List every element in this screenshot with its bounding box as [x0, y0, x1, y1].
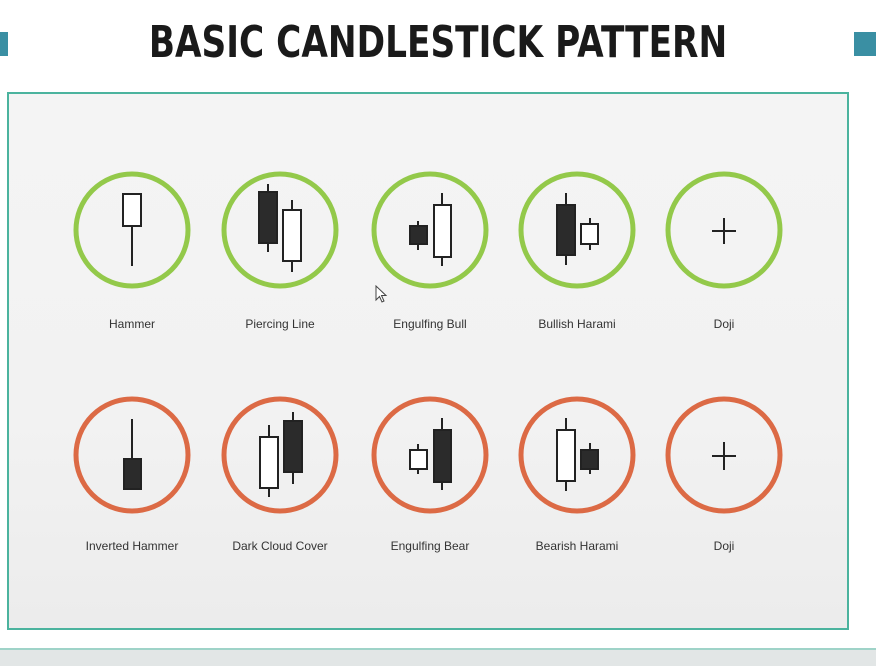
engulfing-bear-icon: [371, 396, 489, 514]
hammer-icon: [73, 171, 191, 289]
doji-icon: [665, 171, 783, 289]
pattern-label-bullish-harami: Bullish Harami: [538, 317, 616, 331]
pattern-label-engulfing-bear: Engulfing Bear: [390, 539, 470, 553]
engulfing-bull-icon: [371, 171, 489, 289]
inverted-hammer-icon: [73, 396, 191, 514]
diagram-frame: [7, 92, 849, 630]
bearish-harami-icon: [518, 396, 636, 514]
pattern-label-piercing-line: Piercing Line: [245, 317, 315, 331]
pattern-label-inverted-hammer: Inverted Hammer: [85, 539, 179, 553]
pattern-label-bearish-harami: Bearish Harami: [535, 539, 619, 553]
piercing-line-icon: [221, 171, 339, 289]
bullish-harami-icon: [518, 171, 636, 289]
pattern-label-hammer: Hammer: [108, 317, 155, 331]
pattern-label-dark-cloud-cover: Dark Cloud Cover: [232, 539, 328, 553]
left-accent-bar: [0, 32, 8, 56]
right-accent-bar: [854, 32, 876, 56]
pattern-label-engulfing-bull: Engulfing Bull: [393, 317, 467, 331]
page-title: BASIC CANDLESTICK PATTERN: [148, 17, 728, 68]
mouse-cursor-icon: [375, 285, 388, 303]
doji-icon: [665, 396, 783, 514]
pattern-label-doji-bearish: Doji: [713, 539, 735, 553]
bottom-band: [0, 648, 876, 666]
dark-cloud-cover-icon: [221, 396, 339, 514]
pattern-label-doji-bullish: Doji: [713, 317, 735, 331]
